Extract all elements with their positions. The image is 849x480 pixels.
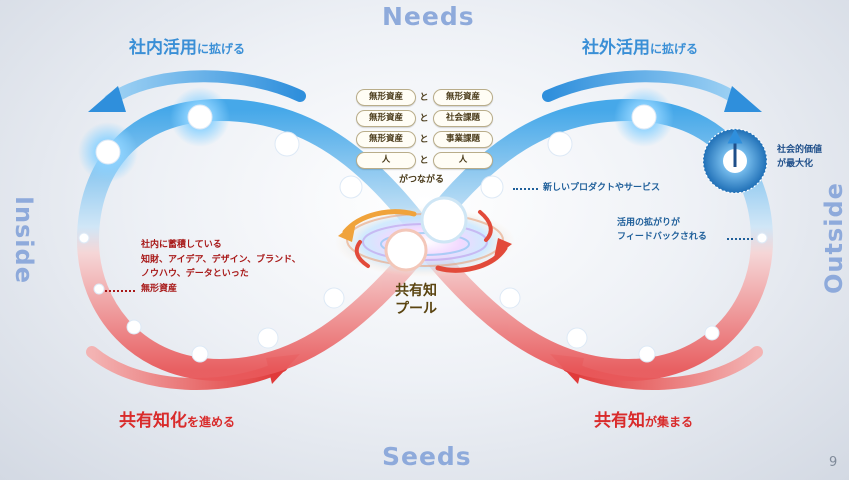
feedback-leader xyxy=(727,238,753,240)
pair-2-join: と xyxy=(419,114,429,124)
heading-external-use: 社外活用に拡げる xyxy=(582,33,698,58)
band-nodes xyxy=(78,104,768,363)
heading-internal-use-main: 社内活用 xyxy=(129,38,197,58)
new-products-note: 新しいプロダクトやサービス xyxy=(543,183,661,193)
axis-label-seeds: Seeds xyxy=(382,442,472,471)
pair-4-right: 人 xyxy=(433,152,493,169)
pair-3-join: と xyxy=(419,135,429,145)
pair-3-left: 無形資産 xyxy=(356,131,416,148)
pair-3-right: 事業課題 xyxy=(433,131,493,148)
intangible-assets-note: 社内に蓄積している 知財、アイデア、デザイン、ブランド、 ノウハウ、データといっ… xyxy=(141,238,301,296)
page-number: 9 xyxy=(829,455,838,470)
connect-label: がつながる xyxy=(399,175,445,185)
pair-4-join: と xyxy=(419,156,429,166)
feedback-note-line1: 活用の拡がりが xyxy=(617,218,681,228)
pair-1-join: と xyxy=(419,93,429,103)
heading-knowledge-sharing-particle: を進める xyxy=(187,415,236,429)
pair-2-right: 社会課題 xyxy=(433,110,493,127)
pool-label-line1: 共有知 xyxy=(395,283,437,299)
heading-internal-use-particle: に拡げる xyxy=(197,42,246,56)
axis-label-outside: Outside xyxy=(819,182,848,294)
heading-knowledge-sharing-main: 共有知化 xyxy=(119,411,187,431)
note-line-4: 無形資産 xyxy=(141,283,178,294)
heading-knowledge-gathering: 共有知が集まる xyxy=(594,406,693,431)
top-right-arrowhead xyxy=(724,86,762,112)
top-right-arc-arrow xyxy=(542,70,744,106)
axis-label-needs: Needs xyxy=(382,2,475,31)
social-value-line2: が最大化 xyxy=(777,159,814,169)
heading-internal-use: 社内活用に拡げる xyxy=(129,33,245,58)
social-value-line1: 社会的価値 xyxy=(777,145,823,155)
heading-knowledge-gathering-particle: が集まる xyxy=(645,415,694,429)
pool-orb-right xyxy=(420,196,468,244)
heading-knowledge-sharing: 共有知化を進める xyxy=(119,406,235,431)
new-products-leader xyxy=(513,188,538,190)
pool-label: 共有知 プール xyxy=(395,282,437,318)
pair-1-right: 無形資産 xyxy=(433,89,493,106)
pool-orb-left xyxy=(384,228,428,272)
heading-external-use-particle: に拡げる xyxy=(650,42,699,56)
note-line-3: ノウハウ、データといった xyxy=(141,269,249,279)
note-line-2: 知財、アイデア、デザイン、ブランド、 xyxy=(141,254,301,265)
note-line-1: 社内に蓄積している xyxy=(141,240,222,250)
pool-label-line2: プール xyxy=(395,301,437,317)
feedback-note: 活用の拡がりが フィードバックされる xyxy=(617,216,707,244)
top-left-arc-arrow xyxy=(104,70,306,106)
social-value-note: 社会的価値 が最大化 xyxy=(777,143,822,171)
axis-label-inside: Inside xyxy=(9,196,38,284)
note-dotted-leader xyxy=(105,290,135,292)
top-left-arrowhead xyxy=(88,86,126,112)
pair-1-left: 無形資産 xyxy=(356,89,416,106)
heading-knowledge-gathering-main: 共有知 xyxy=(594,411,645,431)
pair-2-left: 無形資産 xyxy=(356,110,416,127)
heading-external-use-main: 社外活用 xyxy=(582,38,650,58)
pair-4-left: 人 xyxy=(356,152,416,169)
feedback-note-line2: フィードバックされる xyxy=(617,232,707,242)
